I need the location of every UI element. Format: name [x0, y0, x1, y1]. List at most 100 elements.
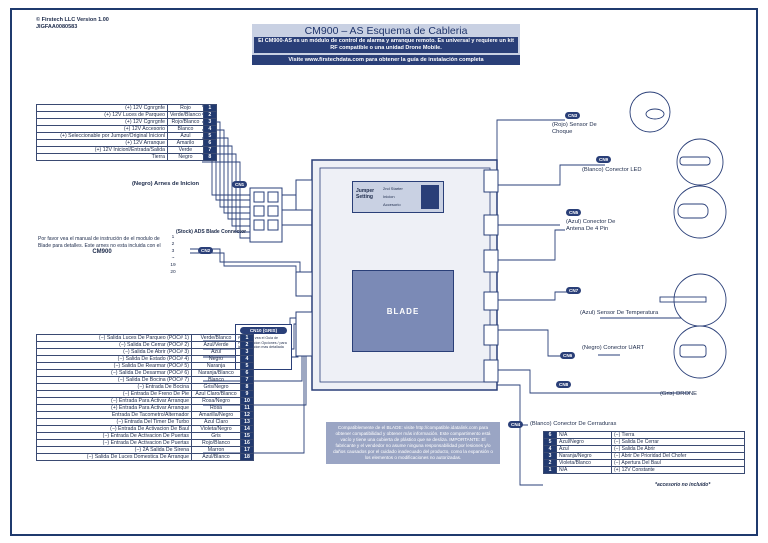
- blade-note-model: CM900: [92, 249, 112, 255]
- pin-function: (−) Entrada De Activacion De Puertas: [36, 432, 192, 440]
- blade-note: Por favor vea el manual de instrución de…: [38, 236, 166, 256]
- cn8-tag: CN8: [556, 381, 572, 388]
- pin-number: 2: [202, 111, 217, 119]
- pin-number: 5: [240, 362, 254, 370]
- wire-color: Azul: [191, 348, 241, 356]
- cn2-pin: 20: [170, 270, 176, 275]
- pin-function: (−) Salida De Abrir (POC# 3): [36, 348, 192, 356]
- pin-function: (−) Entrada De Activacion De Baul: [36, 425, 192, 433]
- wire-color: Negro: [167, 153, 204, 161]
- wire-color: Azul: [167, 132, 204, 140]
- wire-color: Rosa: [191, 404, 241, 412]
- cn2-pin: 2: [171, 242, 175, 247]
- pin-function: Entrada De Tacometro/Alternador: [36, 411, 192, 419]
- pin-number: 11: [240, 404, 254, 412]
- jumper-pins: [421, 185, 439, 209]
- blade-note-text: Por favor vea el manual de instrución de…: [38, 236, 161, 249]
- wire-color: Azul/Negro: [556, 438, 612, 446]
- pin-function: (−) Salida De Desarmar (POC# 6): [36, 369, 192, 377]
- pin-function: (−) Abrir De Prioridad Del Chofer: [611, 452, 745, 460]
- pin-number: 16: [240, 439, 254, 447]
- doc-code: JIGFAA0080583: [36, 24, 78, 30]
- antenna-connector-label: (Azul) Conector De Antena De 4 Pin: [566, 219, 616, 232]
- pin-number: 18: [240, 453, 254, 461]
- wire-color: Violeta/Blanco: [556, 459, 612, 467]
- pin-number: 8: [202, 153, 217, 161]
- pin-number: 9: [240, 390, 254, 398]
- jumper-option: Accesorio: [383, 202, 401, 207]
- visit-banner: Visite www.firstechdata.com para obtener…: [252, 55, 520, 65]
- cn10-tag: CN10 (GRIS): [240, 327, 287, 334]
- pin-function: (−) Tierra: [611, 431, 745, 439]
- pin-number: 1: [202, 104, 217, 112]
- pin-function: (+) 12V Luces de Parqueo: [36, 111, 168, 119]
- temp-sensor-label: (Azul) Sensor De Temperatura: [580, 310, 659, 316]
- lock-connector-label: (Blanco) Conector De Cerraduras: [530, 421, 617, 427]
- cn2-pin: ~: [171, 256, 175, 261]
- pin-function: (−) Salida De Cerrar (POC# 2): [36, 341, 192, 349]
- uart-connector-label: (Negro) Conector UART: [582, 345, 645, 351]
- wire-color: Rosa/Negro: [191, 397, 241, 405]
- table-row: (+) Seleccionable por Jumper/Original In…: [36, 132, 217, 140]
- cn2-pin: 19: [170, 263, 176, 268]
- pin-number: 15: [240, 432, 254, 440]
- jumper-options: 2nd Starter Inicion Accesorio: [383, 185, 403, 209]
- wire-color: Azul/Blanco: [191, 453, 241, 461]
- wire-color: Azul: [556, 445, 612, 453]
- wire-color: Negro: [191, 355, 241, 363]
- cn1-label: (Negro) Arnes de Inicion: [132, 181, 200, 187]
- jumper-option: Inicion: [383, 194, 395, 199]
- cn2-label: (Stock) ADS Blade Connector: [176, 229, 247, 235]
- pin-number: 2: [240, 341, 254, 349]
- pin-function: (−) Entrada De Activacion De Puertas: [36, 439, 192, 447]
- pin-function: (−) Salida De Estado (POC# 4): [36, 355, 192, 363]
- wire-color: Amarilo: [167, 139, 204, 147]
- pin-number: 3: [543, 452, 557, 460]
- compatibility-note: Compatiblemente de el BLADE: visite http…: [326, 422, 500, 464]
- jumper-setting: Jumper Setting 2nd Starter Inicion Acces…: [352, 181, 444, 213]
- wire-color: Naranja: [191, 362, 241, 370]
- cn6-tag: CN6: [560, 352, 576, 359]
- cn10-pin-table: (−) Salida Luces De Parqueo (POC# 1)Verd…: [36, 334, 254, 461]
- pin-number: 4: [240, 355, 254, 363]
- pin-function: (−) Salida De Luces Domestica De Arranqu…: [36, 453, 192, 461]
- pin-function: (−) Entrada Para Activar Arranque: [36, 397, 192, 405]
- pin-number: 13: [240, 418, 254, 426]
- diagram-title: CM900 – AS Esquema de Cableria: [304, 25, 468, 37]
- pin-number: 17: [240, 446, 254, 454]
- pin-number: 5: [543, 438, 557, 446]
- cn3-tag: CN3: [565, 112, 581, 119]
- wire-color: Rojo/Blanco: [167, 118, 204, 126]
- wire-color: Verde/Blanco: [167, 111, 204, 119]
- module-description: El CM900-AS es un módulo de control de a…: [254, 37, 518, 53]
- jumper-title: Jumper Setting: [356, 188, 375, 200]
- pin-function: (+) 12V Arranque: [36, 139, 168, 147]
- cn2-tag: CN2: [198, 247, 214, 254]
- jumper-option: 2nd Starter: [383, 186, 403, 191]
- title-box: CM900 – AS Esquema de Cableria El CM900-…: [252, 24, 520, 65]
- led-connector-label: (Blanco) Conector LED: [582, 167, 642, 173]
- cn4-accessory-note: *accesorio no incluido*: [655, 482, 711, 488]
- pin-function: (−) Entrada De Freno De Pie: [36, 390, 192, 398]
- shock-sensor-label: (Rojo) Sensor De Choque: [552, 122, 597, 135]
- pin-function: (−) Apertura Del Baul: [611, 459, 745, 467]
